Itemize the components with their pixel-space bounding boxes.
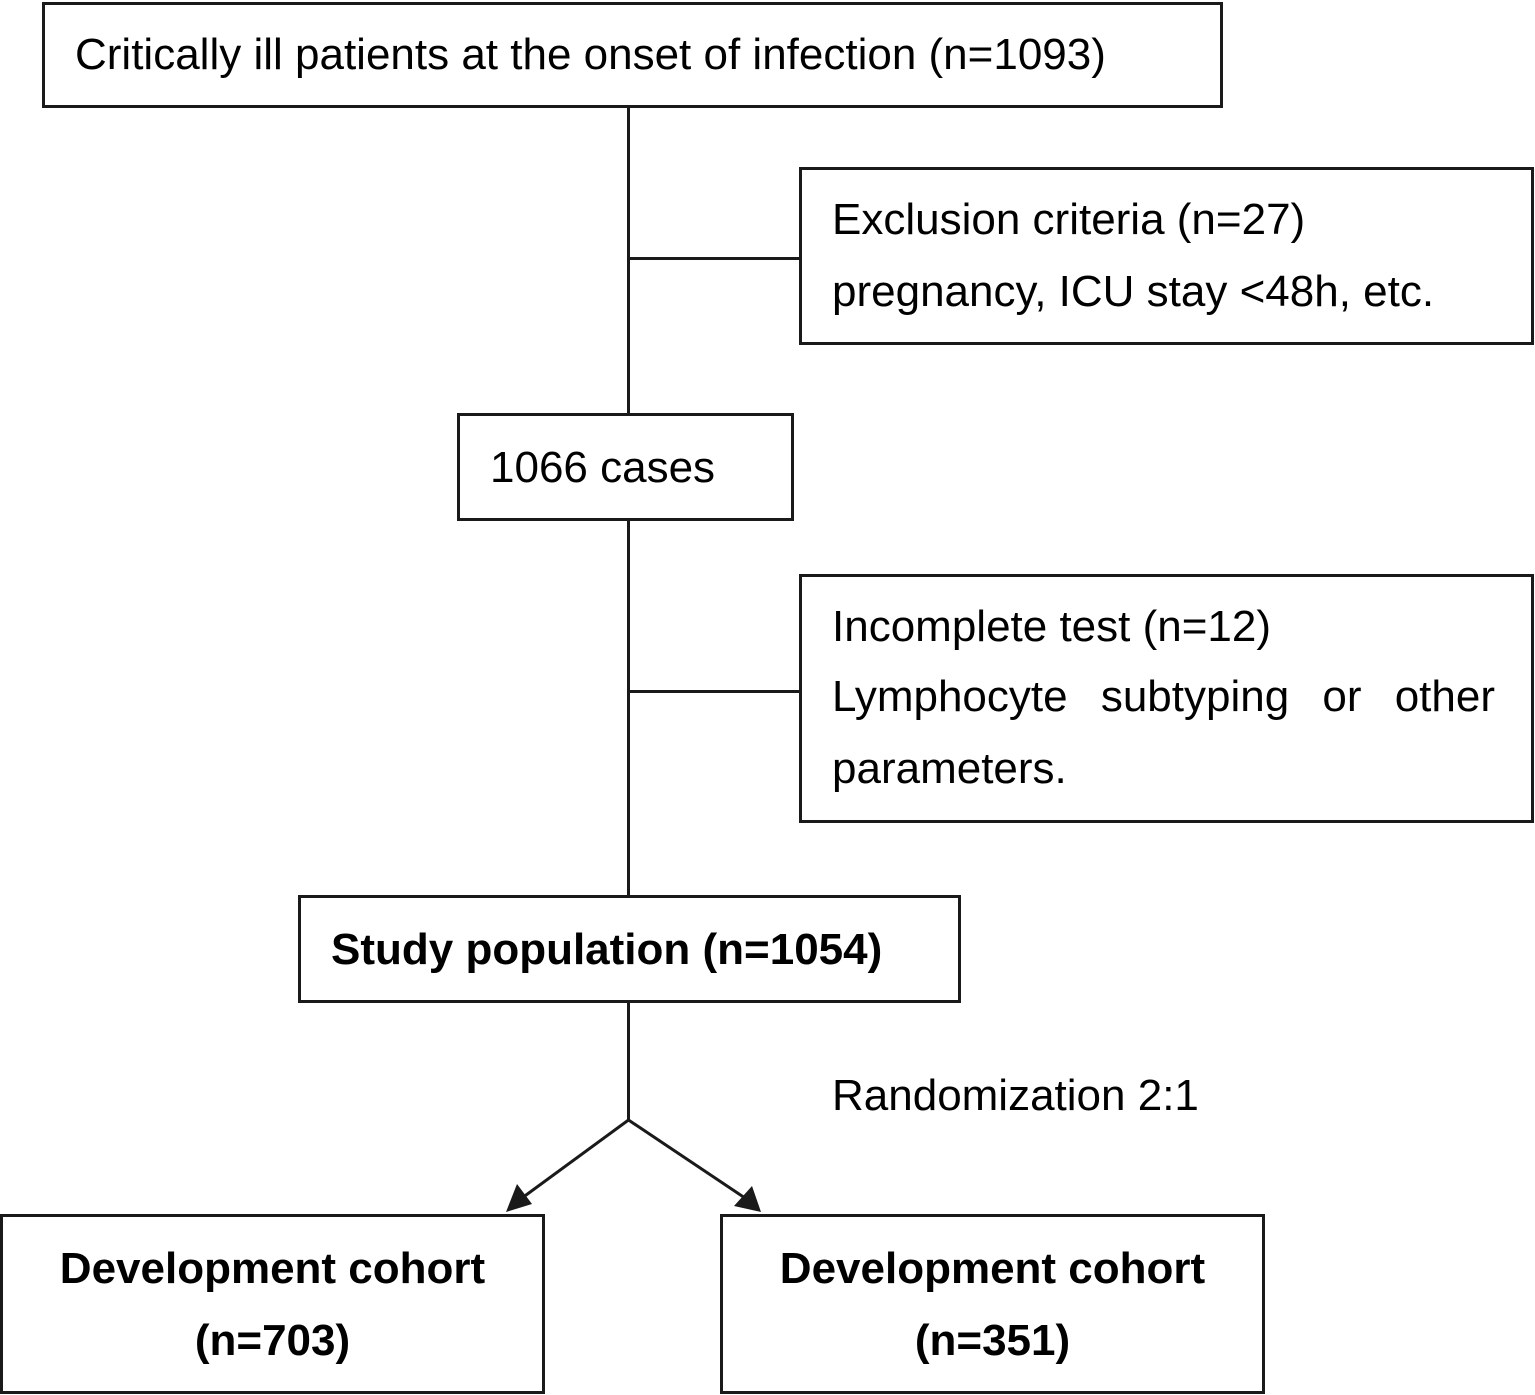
arrow-right-line bbox=[627, 1118, 746, 1200]
arrow-left-line bbox=[521, 1118, 630, 1200]
incomplete-detail-line: Lymphocyte subtyping or other bbox=[832, 671, 1495, 724]
start-box: Critically ill patients at the onset of … bbox=[42, 2, 1223, 108]
incomplete-word: subtyping bbox=[1100, 672, 1290, 721]
exclusion-detail: pregnancy, ICU stay <48h, etc. bbox=[832, 267, 1435, 316]
incomplete-title: Incomplete test (n=12) bbox=[832, 602, 1272, 651]
cohort-left-count: (n=703) bbox=[194, 1316, 351, 1365]
exclusion-title: Exclusion criteria (n=27) bbox=[832, 195, 1306, 244]
incomplete-word: other bbox=[1394, 672, 1495, 721]
connector-incomplete-branch bbox=[627, 690, 801, 693]
arrow-right-head bbox=[734, 1186, 761, 1212]
arrow-left-head bbox=[506, 1184, 532, 1212]
cases-box: 1066 cases bbox=[457, 413, 794, 521]
development-cohort-box-right: Development cohort (n=351) bbox=[720, 1214, 1265, 1394]
connector-main-2 bbox=[627, 517, 630, 897]
development-cohort-box-left: Development cohort (n=703) bbox=[0, 1214, 545, 1394]
incomplete-detail-end: parameters. bbox=[832, 744, 1067, 793]
incomplete-box: Incomplete test (n=12) Lymphocyte subtyp… bbox=[799, 574, 1534, 823]
start-box-label: Critically ill patients at the onset of … bbox=[75, 30, 1106, 79]
connector-exclusion-branch bbox=[627, 257, 801, 260]
cohort-right-count: (n=351) bbox=[914, 1316, 1071, 1365]
cohort-left-title: Development cohort bbox=[59, 1244, 486, 1293]
incomplete-word: or bbox=[1322, 672, 1362, 721]
study-population-box: Study population (n=1054) bbox=[298, 895, 961, 1003]
cases-box-label: 1066 cases bbox=[490, 443, 716, 492]
connector-main-3 bbox=[627, 1001, 630, 1121]
incomplete-word: Lymphocyte bbox=[832, 672, 1068, 721]
connector-main-1 bbox=[627, 106, 630, 415]
study-population-label: Study population (n=1054) bbox=[331, 925, 883, 974]
cohort-right-title: Development cohort bbox=[779, 1244, 1206, 1293]
exclusion-box: Exclusion criteria (n=27) pregnancy, ICU… bbox=[799, 167, 1534, 345]
randomization-label: Randomization 2:1 bbox=[832, 1071, 1199, 1120]
